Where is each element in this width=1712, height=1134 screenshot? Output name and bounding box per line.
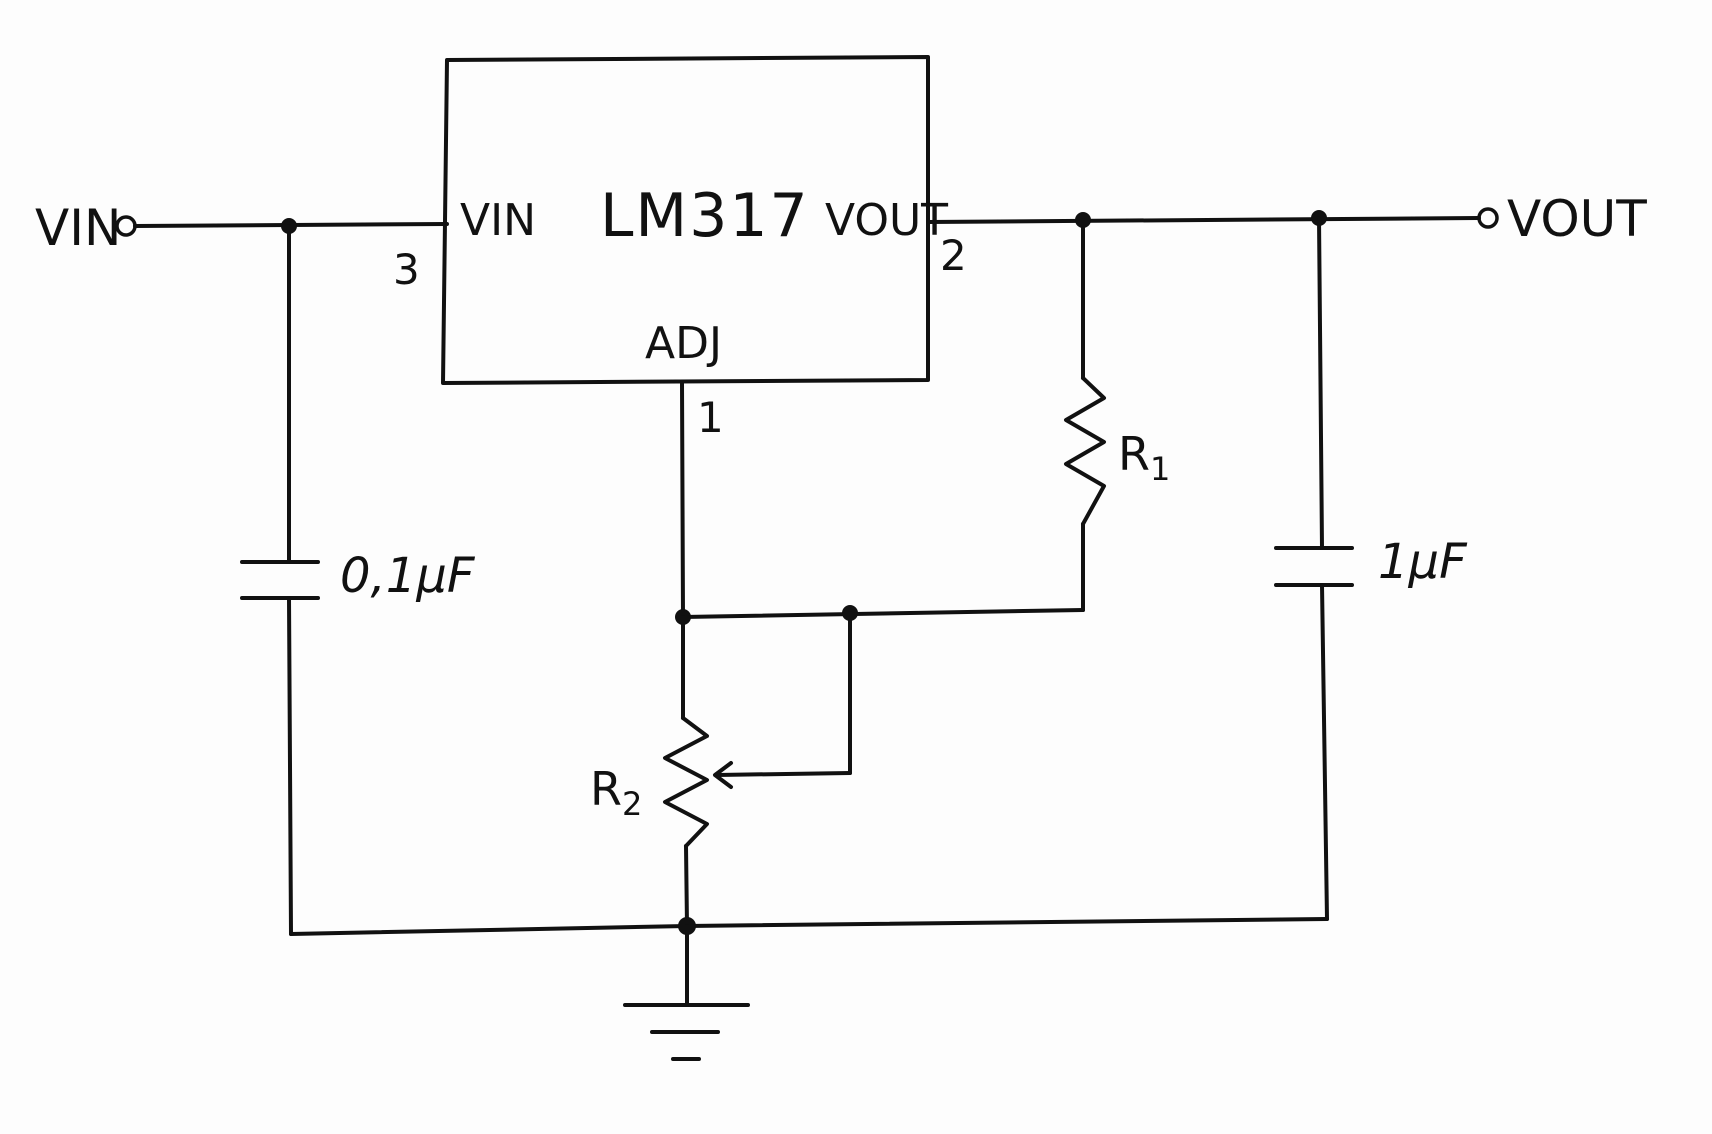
r2-letter: R <box>590 762 622 816</box>
lm317-ic: LM317 VIN VOUT ADJ 3 2 1 <box>393 55 967 442</box>
pin-adj-name: ADJ <box>645 318 722 369</box>
adj-wire-horizontal <box>681 608 1085 619</box>
output-capacitor: 1µF <box>1274 216 1468 921</box>
input-capacitor: 0,1µF <box>240 224 476 936</box>
pin-vin-name: VIN <box>460 195 536 246</box>
resistor-r1: R1 <box>1064 218 1170 612</box>
output-terminal-label: VOUT <box>1507 190 1647 248</box>
r1-subscript: 1 <box>1150 450 1170 488</box>
ic-part-number: LM317 <box>600 181 810 251</box>
adj-wire-down <box>680 381 685 619</box>
r2-label: R2 <box>590 762 642 823</box>
output-wire <box>926 216 1481 224</box>
cout-lead-top <box>1317 216 1324 550</box>
ic-body <box>441 55 930 385</box>
pin-adj-number: 1 <box>697 393 724 442</box>
pin-vin-number: 3 <box>393 245 420 294</box>
r1-label: R1 <box>1118 427 1170 488</box>
r1-zigzag <box>1064 376 1106 526</box>
output-terminal <box>1477 207 1499 229</box>
r1-letter: R <box>1118 427 1150 481</box>
r2-wiper-arrow <box>713 761 733 789</box>
input-terminal-label: VIN <box>35 199 121 257</box>
adj-net <box>675 381 1085 775</box>
r2-zigzag <box>663 716 709 848</box>
cin-lead-bottom <box>287 596 293 936</box>
ground-net <box>289 917 1329 1061</box>
r2-subscript: 2 <box>622 785 642 823</box>
cout-lead-bottom <box>1320 583 1329 921</box>
pin-vout-number: 2 <box>940 231 967 280</box>
cout-value: 1µF <box>1378 534 1468 590</box>
input-net: VIN <box>35 199 449 257</box>
potentiometer-r2: R2 <box>590 615 852 928</box>
ground-rail <box>289 917 1329 936</box>
output-net: VOUT <box>926 190 1647 248</box>
r2-lead-bottom <box>684 844 689 928</box>
r2-wiper <box>715 771 852 777</box>
cin-value: 0,1µF <box>340 548 476 604</box>
